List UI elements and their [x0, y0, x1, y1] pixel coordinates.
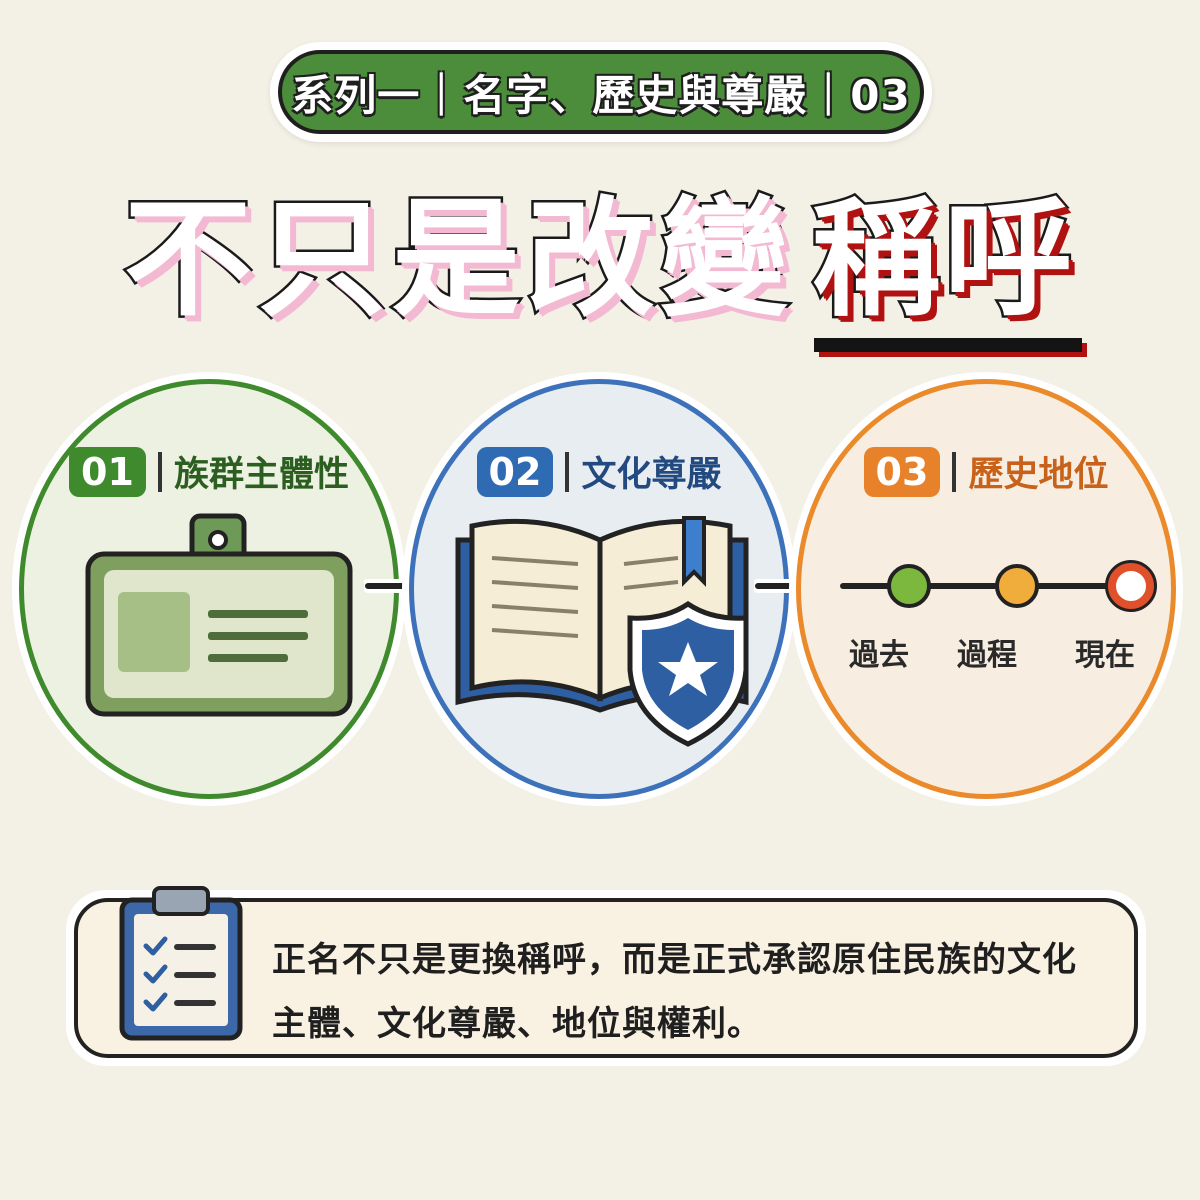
step-1-divider	[157, 451, 162, 492]
title-main: 不只是改變	[121, 182, 794, 336]
step-1-circle: 01 族群主體性	[12, 372, 406, 806]
book-shield-icon	[455, 516, 749, 747]
step-3-number: 03	[863, 446, 941, 497]
note-line-1: 正名不只是更換稱呼，而是正式承認原住民族的文化	[272, 940, 1077, 980]
series-badge: 系列一｜名字、歷史與尊嚴｜03	[270, 42, 932, 142]
page-title: 不只是改變 稱呼	[0, 172, 1200, 352]
step-3-divider	[952, 451, 957, 492]
step-1-inner: 01 族群主體性	[19, 379, 399, 799]
step-3-header: 03 歷史地位	[801, 446, 1171, 497]
step-2-header: 02 文化尊嚴	[414, 446, 784, 497]
title-accent: 稱呼	[809, 182, 1077, 336]
clipboard-checklist-icon	[119, 886, 243, 1041]
step-1-header: 01 族群主體性	[24, 446, 394, 497]
step-2-number: 02	[476, 446, 554, 497]
title-accent-wrap: 稱呼	[809, 155, 1083, 352]
timeline-label-now: 現在	[1075, 638, 1135, 673]
step-2-inner: 02 文化尊嚴	[409, 379, 789, 799]
timeline-label-past: 過去	[849, 638, 909, 673]
step-3-label: 歷史地位	[968, 455, 1109, 495]
title-underline	[814, 337, 1083, 352]
step-3-inner: 03 歷史地位 過去 過程 現在	[796, 379, 1176, 799]
step-3-circle: 03 歷史地位 過去 過程 現在	[789, 372, 1183, 806]
series-badge-inner: 系列一｜名字、歷史與尊嚴｜03	[278, 50, 924, 134]
series-label: 系列一｜名字、歷史與尊嚴｜03	[291, 70, 911, 120]
step-1-number: 01	[69, 446, 146, 497]
note-line-2: 主體、文化尊嚴、地位與權利。	[272, 1004, 762, 1044]
step-1-label: 族群主體性	[173, 455, 349, 495]
step-2-divider	[565, 451, 570, 492]
timeline-label-process: 過程	[957, 638, 1017, 673]
summary-note: 正名不只是更換稱呼，而是正式承認原住民族的文化 主體、文化尊嚴、地位與權利。	[66, 886, 1146, 1066]
id-card-icon	[85, 513, 353, 717]
timeline-icon	[840, 560, 1157, 612]
step-2-circle: 02 文化尊嚴	[402, 372, 796, 806]
step-2-label: 文化尊嚴	[581, 455, 722, 495]
summary-note-inner: 正名不只是更換稱呼，而是正式承認原住民族的文化 主體、文化尊嚴、地位與權利。	[74, 886, 1138, 1058]
